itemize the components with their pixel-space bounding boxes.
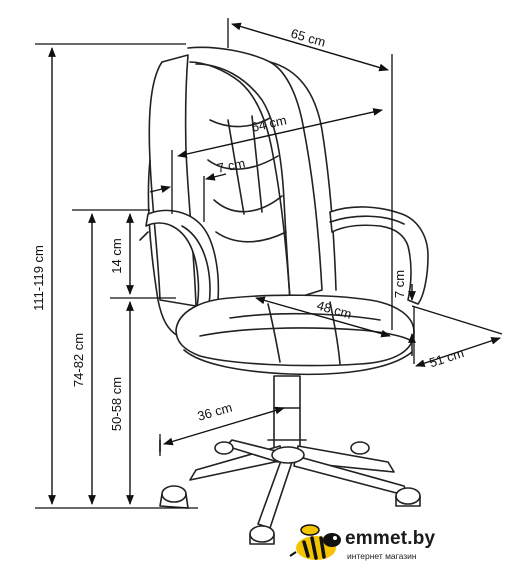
seat-depth-dimension-line bbox=[415, 337, 501, 367]
brand-tagline: интернет магазин bbox=[347, 551, 417, 561]
armrest-height-label: 74-82 cm bbox=[71, 333, 86, 387]
armrest-to-seat-label: 14 cm bbox=[109, 238, 124, 273]
seat-height-label: 50-58 cm bbox=[109, 377, 124, 431]
overall-width-dimension-line bbox=[231, 22, 389, 72]
backrest-width-dimension-line bbox=[177, 108, 383, 158]
armrest-width-label: 7 cm bbox=[216, 155, 247, 176]
base-radius-dimension-line bbox=[163, 406, 285, 446]
dimension-lines bbox=[48, 22, 503, 505]
guide-lines bbox=[35, 18, 415, 509]
base-radius-label: 36 cm bbox=[196, 400, 234, 424]
backrest-width-label: 64 cm bbox=[250, 112, 288, 135]
bee-icon bbox=[289, 524, 341, 560]
armrest-width-line-left bbox=[149, 185, 171, 193]
seat-width-dimension-line bbox=[255, 296, 391, 338]
seat-thickness-label: 7 cm bbox=[392, 270, 407, 298]
brand-logo bbox=[289, 524, 341, 560]
armrest-width-line-right bbox=[205, 173, 227, 181]
seat-depth-label: 51 cm bbox=[427, 345, 465, 370]
total-height-label: 111-119 cm bbox=[31, 245, 46, 311]
brand-name: emmet.by bbox=[345, 528, 436, 549]
